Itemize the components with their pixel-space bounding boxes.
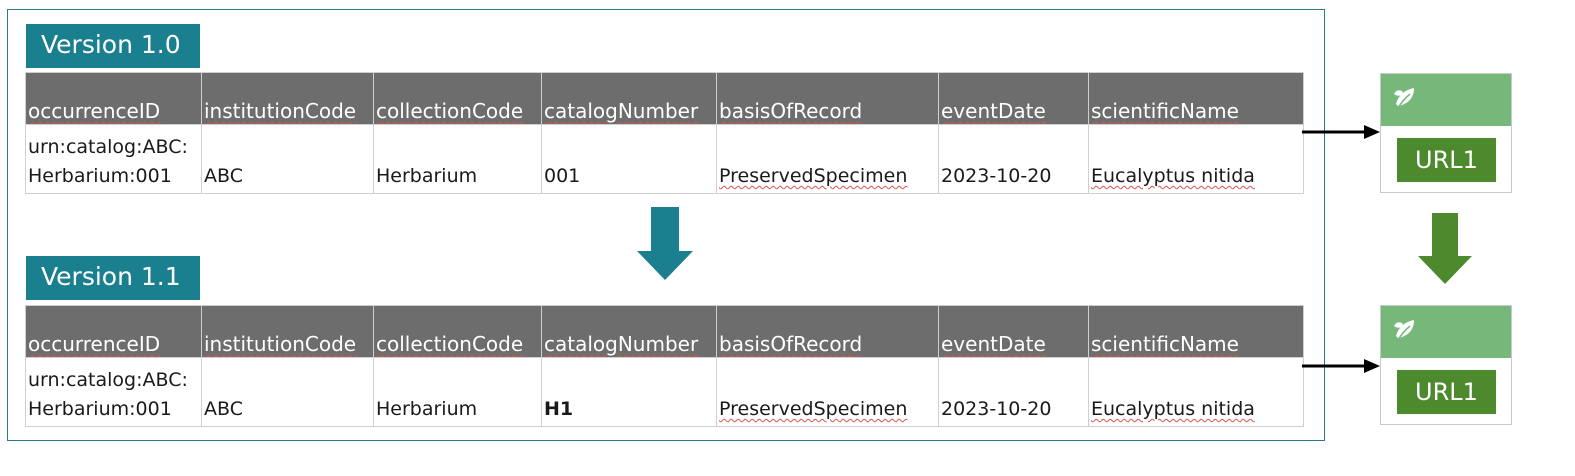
table-row: urn:catalog:ABC:Herbarium:001 ABC Herbar… bbox=[25, 124, 1304, 194]
cell-institutionCode: ABC bbox=[201, 124, 374, 194]
leaf-icon bbox=[1394, 88, 1414, 111]
header-collectionCode: collectionCode bbox=[373, 72, 542, 125]
leaf-icon bbox=[1394, 320, 1414, 343]
version-1-0-table: occurrenceID institutionCode collectionC… bbox=[25, 72, 1304, 194]
header-occurrenceID: occurrenceID bbox=[25, 72, 202, 125]
card-header bbox=[1381, 306, 1511, 358]
header-institutionCode: institutionCode bbox=[201, 305, 374, 358]
card-header bbox=[1381, 74, 1511, 126]
record-card-v1-1: URL1 bbox=[1380, 305, 1512, 425]
header-collectionCode: collectionCode bbox=[373, 305, 542, 358]
cell-collectionCode: Herbarium bbox=[373, 357, 542, 427]
header-occurrenceID: occurrenceID bbox=[25, 305, 202, 358]
cell-collectionCode: Herbarium bbox=[373, 124, 542, 194]
header-scientificName: scientificName bbox=[1088, 72, 1304, 125]
url-button[interactable]: URL1 bbox=[1397, 370, 1496, 414]
header-eventDate: eventDate bbox=[938, 72, 1089, 125]
cell-institutionCode: ABC bbox=[201, 357, 374, 427]
table-row: urn:catalog:ABC:Herbarium:001 ABC Herbar… bbox=[25, 357, 1304, 427]
cell-eventDate: 2023-10-20 bbox=[938, 357, 1089, 427]
versions-frame bbox=[7, 9, 1325, 441]
cell-eventDate: 2023-10-20 bbox=[938, 124, 1089, 194]
teal-down-arrow bbox=[637, 207, 693, 280]
header-catalogNumber: catalogNumber bbox=[541, 305, 717, 358]
cell-scientificName: Eucalyptus nitida bbox=[1088, 357, 1304, 427]
cell-scientificName: Eucalyptus nitida bbox=[1088, 124, 1304, 194]
header-catalogNumber: catalogNumber bbox=[541, 72, 717, 125]
url-button[interactable]: URL1 bbox=[1397, 138, 1496, 182]
version-1-0-label: Version 1.0 bbox=[26, 24, 200, 68]
record-card-v1-0: URL1 bbox=[1380, 73, 1512, 193]
link-arrow-v1-0 bbox=[1302, 125, 1380, 139]
header-eventDate: eventDate bbox=[938, 305, 1089, 358]
version-1-1-table: occurrenceID institutionCode collectionC… bbox=[25, 305, 1304, 427]
cell-occurrenceID: urn:catalog:ABC:Herbarium:001 bbox=[25, 124, 202, 194]
header-institutionCode: institutionCode bbox=[201, 72, 374, 125]
header-basisOfRecord: basisOfRecord bbox=[716, 72, 939, 125]
cell-basisOfRecord: PreservedSpecimen bbox=[716, 124, 939, 194]
version-1-1-label: Version 1.1 bbox=[26, 256, 200, 300]
table-header-row: occurrenceID institutionCode collectionC… bbox=[25, 72, 1304, 125]
header-basisOfRecord: basisOfRecord bbox=[716, 305, 939, 358]
cell-catalogNumber: 001 bbox=[541, 124, 717, 194]
link-arrow-v1-1 bbox=[1302, 359, 1380, 373]
cell-catalogNumber: H1 bbox=[541, 357, 717, 427]
cell-occurrenceID: urn:catalog:ABC:Herbarium:001 bbox=[25, 357, 202, 427]
green-down-arrow bbox=[1418, 213, 1472, 284]
cell-basisOfRecord: PreservedSpecimen bbox=[716, 357, 939, 427]
header-scientificName: scientificName bbox=[1088, 305, 1304, 358]
table-header-row: occurrenceID institutionCode collectionC… bbox=[25, 305, 1304, 358]
